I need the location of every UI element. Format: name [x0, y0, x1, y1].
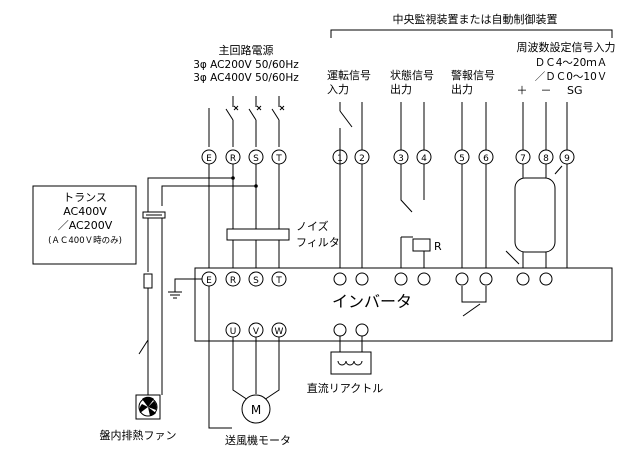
freq-sg: SG — [567, 84, 583, 97]
svg-text:3: 3 — [398, 154, 404, 164]
svg-text:W: W — [275, 327, 284, 337]
main-power-line1: 3φ AC200V 50/60Hz — [193, 59, 299, 71]
main-power-title: 主回路電源 — [219, 43, 274, 57]
dc-reactor: 直流リアクトル — [307, 336, 383, 395]
blower-motor-label: 送風機モータ — [225, 433, 291, 447]
svg-text:5: 5 — [459, 154, 465, 164]
relay-r-label: R — [434, 240, 442, 253]
ground-symbol — [168, 278, 202, 299]
top-terminal-5: 5 — [454, 149, 470, 165]
svg-text:T: T — [275, 276, 282, 286]
inv-terminal-r: R — [225, 271, 241, 287]
freq-minus: － — [541, 84, 552, 97]
freq-title: 周波数設定信号入力 — [517, 40, 616, 54]
motor-symbol: M 送風機モータ — [225, 394, 291, 447]
svg-text:E: E — [206, 154, 212, 164]
node-dot-r — [231, 176, 235, 180]
inv-dc-terminals — [333, 323, 369, 337]
svg-text:2: 2 — [359, 154, 365, 164]
top-terminal-2: 2 — [354, 149, 370, 165]
transformer-line1: AC400V — [63, 205, 107, 218]
panel-fan-label: 盤内排熱ファン — [100, 428, 177, 442]
alarm-signal-contact — [461, 102, 487, 150]
svg-text:4: 4 — [421, 154, 427, 164]
status-signal-contact — [400, 102, 425, 150]
node-dot-s — [254, 184, 258, 188]
status-signal-label: 状態信号 — [390, 68, 434, 82]
svg-text:E: E — [206, 276, 212, 286]
transformer-box: トランス AC400V ／AC200V (ＡＣ400Ｖ時のみ) — [32, 185, 137, 265]
svg-text:R: R — [230, 276, 236, 286]
svg-text:S: S — [253, 276, 259, 286]
motor-wiring — [208, 286, 280, 429]
central-bracket — [330, 29, 613, 38]
top-terminal-6: 6 — [478, 149, 494, 165]
noise-filter: ノイズ フィルタ — [226, 219, 340, 249]
top-terminal-7: 7 — [515, 149, 531, 165]
top-terminal-4: 4 — [416, 149, 432, 165]
alarm-signal-label-2: 出力 — [451, 82, 473, 96]
inv-terminal-v: V — [248, 322, 264, 338]
inv-terminal-s: S — [248, 271, 264, 287]
svg-text:V: V — [253, 327, 260, 337]
transformer-title: トランス — [63, 191, 107, 204]
freq-line1: ＤＣ4～20ｍＡ — [535, 57, 608, 69]
freq-line2: ／ＤＣ0～10Ｖ — [535, 71, 608, 83]
svg-text:9: 9 — [564, 154, 570, 164]
transformer-note: (ＡＣ400Ｖ時のみ) — [48, 236, 122, 246]
freq-signal-wires — [522, 102, 568, 150]
panel-fan: 盤内排熱ファン — [100, 339, 177, 442]
dc-reactor-label: 直流リアクトル — [307, 381, 383, 395]
top-terminal-r: R — [225, 149, 241, 165]
svg-text:S: S — [253, 154, 259, 164]
transformer-line2: ／AC200V — [58, 219, 113, 232]
shielded-cable — [505, 165, 563, 265]
power-lines — [208, 164, 280, 270]
top-terminal-t: T — [271, 149, 287, 165]
main-breaker — [208, 96, 285, 147]
inv-terminal-e: E — [201, 271, 217, 287]
inv-terminal-t: T — [271, 271, 287, 287]
svg-text:U: U — [230, 327, 237, 337]
relay-r: R — [400, 236, 442, 270]
svg-text:T: T — [275, 154, 282, 164]
run-signal-contact — [339, 102, 363, 164]
run-signal-label: 運転信号 — [327, 69, 371, 82]
inv-terminal-u: U — [225, 322, 241, 338]
top-terminal-3: 3 — [393, 149, 409, 165]
svg-text:6: 6 — [483, 154, 489, 164]
inverter-label: インバータ — [332, 292, 412, 311]
noise-filter-label-2: フィルタ — [296, 236, 340, 249]
main-power-line2: 3φ AC400V 50/60Hz — [193, 72, 299, 84]
top-terminal-9: 9 — [559, 149, 575, 165]
inv-signal-terminals — [333, 272, 553, 286]
status-signal-label-2: 出力 — [390, 82, 412, 96]
svg-text:R: R — [230, 154, 236, 164]
alarm-signal-label: 警報信号 — [451, 68, 495, 82]
central-title: 中央監視装置または自動制御装置 — [393, 12, 558, 26]
run-signal-label-2: 入力 — [327, 83, 349, 96]
svg-text:7: 7 — [520, 154, 526, 164]
noise-filter-label-1: ノイズ — [296, 219, 329, 233]
top-terminal-e: E — [201, 149, 217, 165]
alarm-contact-inner — [461, 286, 487, 317]
freq-plus: ＋ — [517, 84, 528, 97]
top-terminal-s: S — [248, 149, 264, 165]
motor-label: M — [251, 403, 261, 417]
top-terminal-8: 8 — [538, 149, 554, 165]
inv-terminal-w: W — [271, 322, 287, 338]
svg-text:8: 8 — [543, 154, 549, 164]
